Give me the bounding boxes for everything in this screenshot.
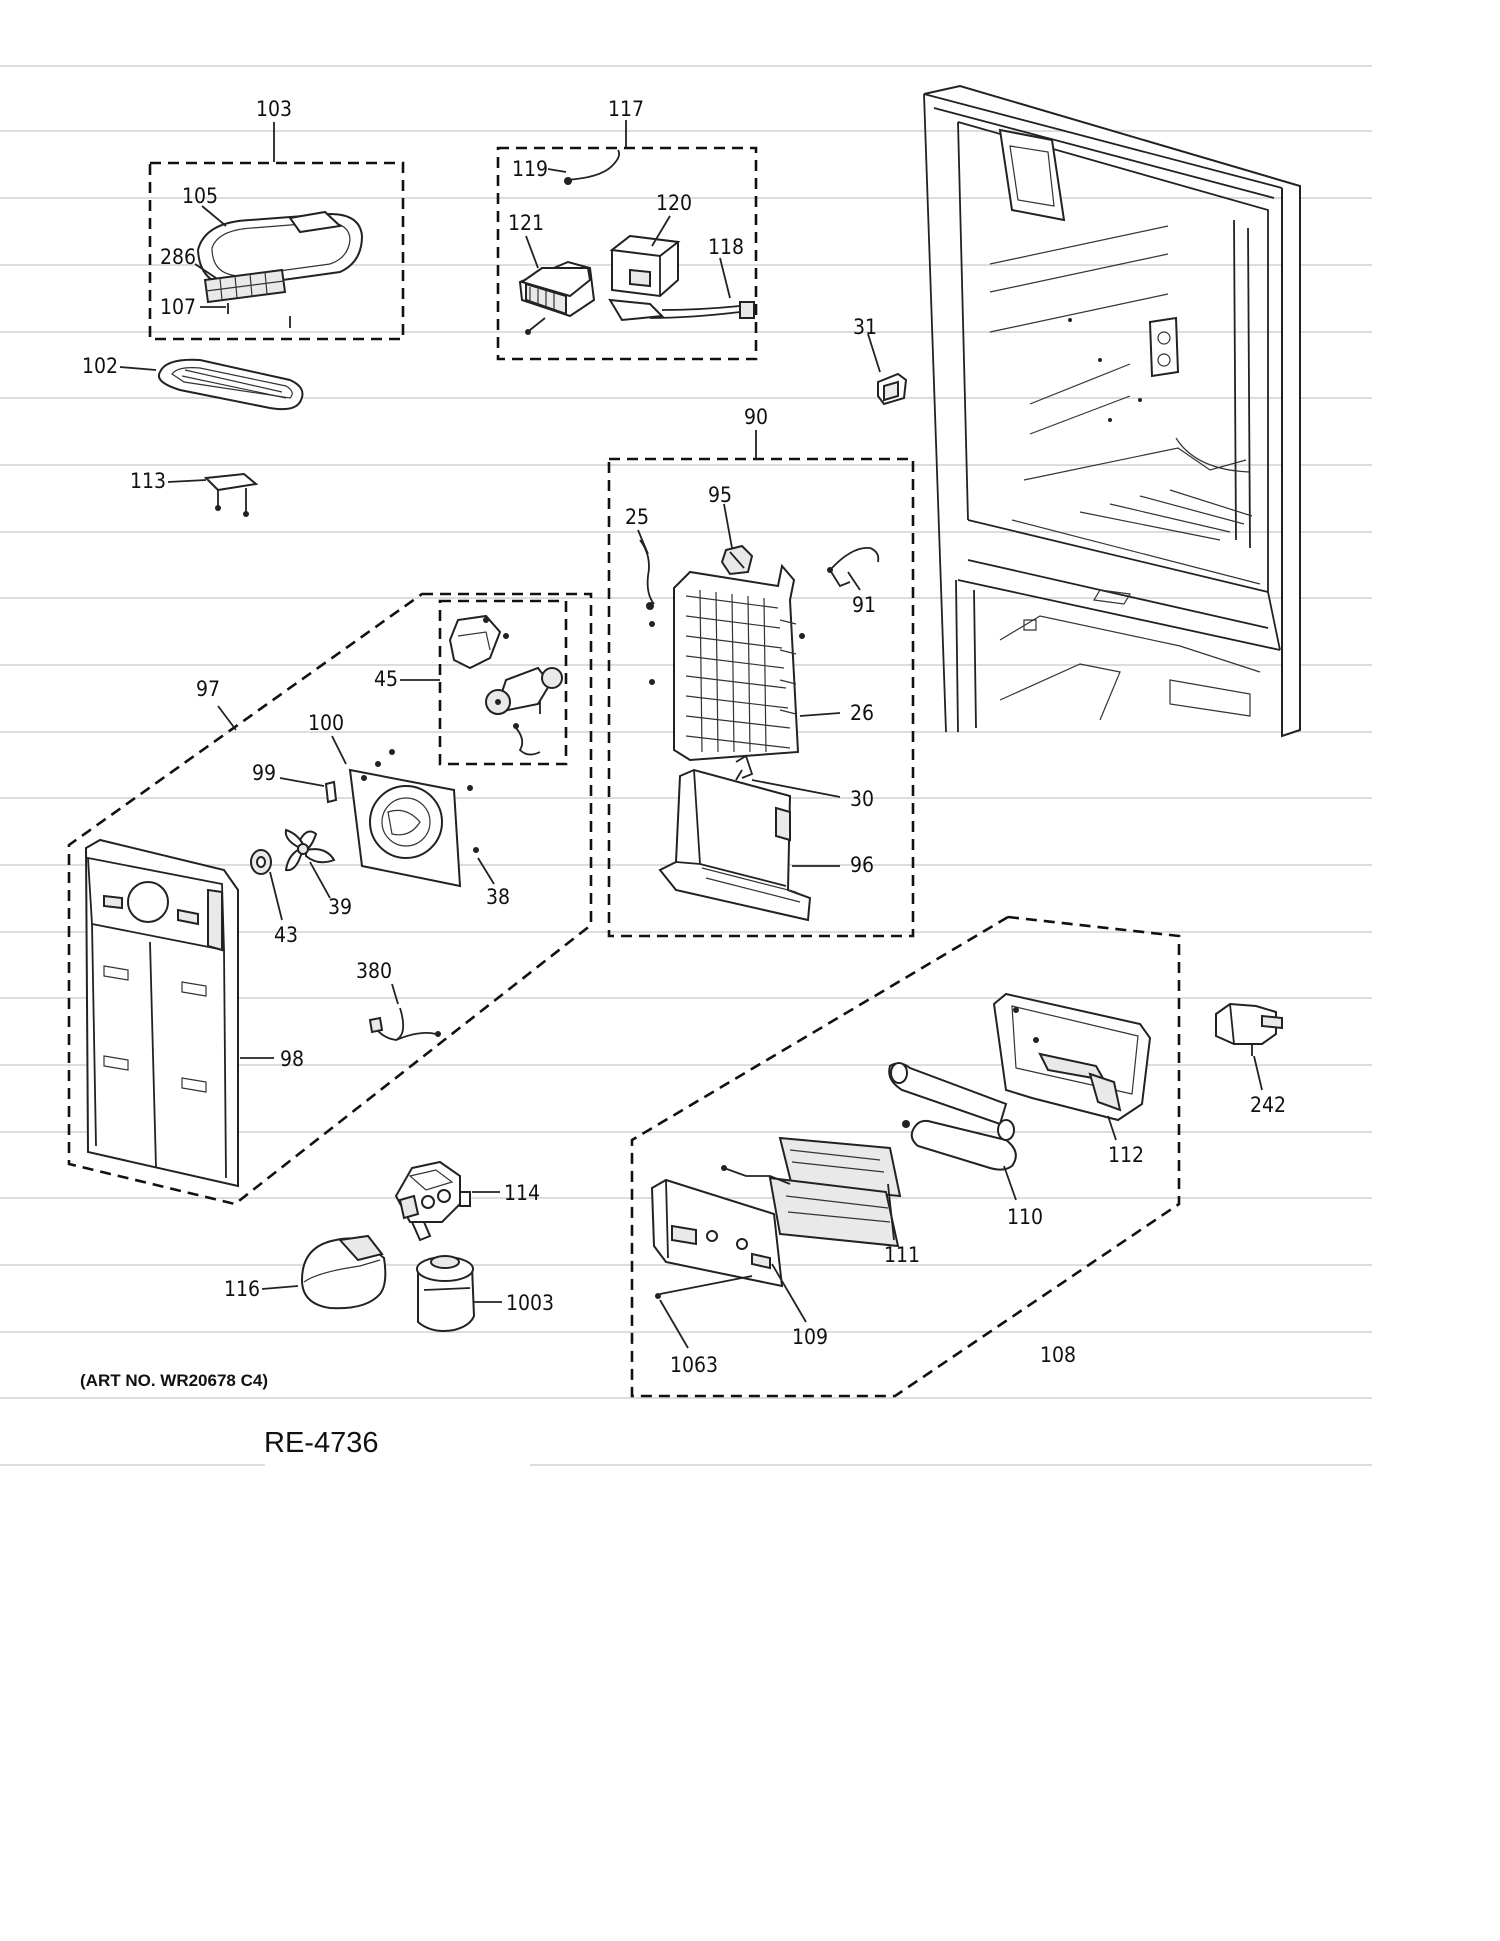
part-105-cover — [196, 210, 364, 288]
group-45-box — [438, 599, 568, 766]
callout-90: 90 — [744, 405, 768, 429]
callout-110: 110 — [1007, 1205, 1043, 1229]
part-102-filter-grille — [158, 358, 304, 411]
part-114-filter-head — [394, 1160, 471, 1242]
part-112-bracket — [992, 992, 1152, 1122]
callout-380: 380 — [356, 959, 392, 983]
callout-109: 109 — [792, 1325, 828, 1349]
callout-100: 100 — [308, 711, 344, 735]
callout-97: 97 — [196, 677, 220, 701]
callout-30: 30 — [850, 787, 874, 811]
leader-lines — [119, 168, 1263, 1349]
cabinet-liner — [923, 84, 1301, 738]
callout-107: 107 — [160, 295, 196, 319]
callout-116: 116 — [224, 1277, 260, 1301]
part-31-switch — [877, 372, 908, 406]
callout-43: 43 — [274, 923, 298, 947]
callout-108: 108 — [1040, 1343, 1076, 1367]
part-116-filter-cap — [300, 1234, 387, 1310]
part-110-filter-tubes — [888, 1062, 1017, 1171]
callout-1003: 1003 — [506, 1291, 554, 1315]
callout-98: 98 — [280, 1047, 304, 1071]
part-26-evaporator — [649, 563, 805, 762]
part-380-harness — [368, 1007, 441, 1041]
group-117-box — [496, 120, 758, 361]
callout-120: 120 — [656, 191, 692, 215]
group-97-box — [67, 592, 593, 1206]
group-103-box — [148, 122, 405, 341]
part-43-grommet — [250, 849, 272, 875]
callout-31: 31 — [853, 315, 877, 339]
callout-labels: 103 117 105 286 107 119 120 121 118 102 … — [82, 97, 1286, 1377]
callout-39: 39 — [328, 895, 352, 919]
part-39-fan-blade — [284, 828, 336, 872]
callout-38: 38 — [486, 885, 510, 909]
part-119-sensor — [564, 149, 621, 185]
callout-114: 114 — [504, 1181, 540, 1205]
callout-95: 95 — [708, 483, 732, 507]
part-286-filter-grid — [203, 268, 287, 304]
part-98-fan-cover — [84, 838, 239, 1188]
callout-103: 103 — [256, 97, 292, 121]
part-99-bracket — [324, 780, 338, 804]
callout-286: 286 — [160, 245, 196, 269]
callout-99: 99 — [252, 761, 276, 785]
callout-121: 121 — [508, 211, 544, 235]
part-120-module — [609, 234, 681, 298]
part-1063-screw — [655, 1293, 661, 1299]
group-90-box — [607, 430, 915, 938]
art-number: (ART NO. WR20678 C4) — [80, 1371, 268, 1390]
part-242-damper — [1215, 1002, 1283, 1056]
callout-1063: 1063 — [670, 1353, 718, 1377]
callout-119: 119 — [512, 157, 548, 181]
part-118-harness — [608, 298, 755, 322]
part-95-thermostat — [720, 544, 754, 576]
callout-91: 91 — [852, 593, 876, 617]
part-96-drain-pan — [658, 768, 812, 922]
callout-242: 242 — [1250, 1093, 1286, 1117]
callout-26: 26 — [850, 701, 874, 725]
part-45-motor — [448, 614, 563, 756]
group-108-box — [630, 915, 1181, 1398]
part-91-harness — [827, 547, 880, 588]
callout-118: 118 — [708, 235, 744, 259]
callout-96: 96 — [850, 853, 874, 877]
callout-102: 102 — [82, 354, 118, 378]
callout-117: 117 — [608, 97, 644, 121]
callout-113: 113 — [130, 469, 166, 493]
callout-111: 111 — [884, 1243, 920, 1267]
part-111-insulation — [768, 1136, 902, 1248]
diagram-code: RE-4736 — [264, 1427, 378, 1459]
part-1003-water-filter — [416, 1255, 476, 1332]
callout-105: 105 — [182, 184, 218, 208]
part-107-screws — [227, 303, 291, 328]
part-121-control-board — [518, 260, 596, 335]
callout-45: 45 — [374, 667, 398, 691]
callout-25: 25 — [625, 505, 649, 529]
part-109-cover-panel — [650, 1165, 791, 1288]
callout-112: 112 — [1108, 1143, 1144, 1167]
part-100-fan-shroud — [348, 749, 479, 888]
part-30-clip — [735, 754, 754, 781]
part-113-bracket — [203, 472, 259, 517]
